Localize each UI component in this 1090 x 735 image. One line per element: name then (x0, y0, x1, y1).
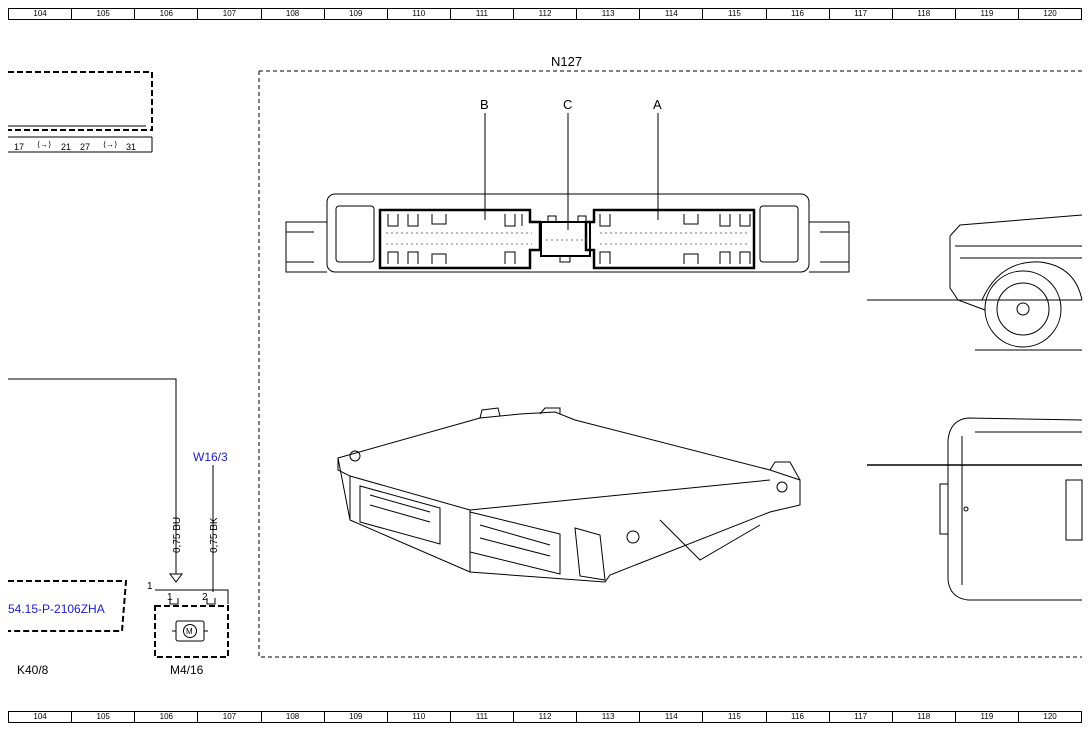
ruler-column-115: 115 (703, 712, 767, 722)
ruler-column-105: 105 (72, 712, 136, 722)
ruler-column-110: 110 (388, 712, 451, 722)
ruler-column-120: 120 (1043, 712, 1057, 721)
m4-16-box (154, 605, 229, 658)
motor-pin-1: 1 (167, 592, 173, 603)
left-box-pin-17: 17 (14, 142, 24, 152)
ruler-column-120: 120 (1043, 9, 1057, 18)
doc-ref-link[interactable]: 54.15-P-2106ZHA (8, 602, 105, 616)
ruler-column-119: 119 (956, 9, 1019, 19)
connector-label-c: C (563, 97, 572, 112)
ruler-column-107: 107 (198, 712, 262, 722)
ruler-column-109: 109 (325, 712, 388, 722)
ruler-column-117: 117 (830, 9, 893, 19)
connector-leader-lines (484, 113, 659, 230)
left-box-pin-21: 21 (61, 142, 71, 152)
ruler-column-109: 109 (325, 9, 388, 19)
left-component-box (8, 71, 153, 153)
left-box-pin-27: 27 (80, 142, 90, 152)
motor-pin-outer: 1 (147, 581, 153, 592)
left-box-plug-symbol-2: ⟨→⟩ (103, 140, 117, 149)
ruler-column-106: 106 (135, 9, 199, 19)
ruler-column-119: 119 (956, 712, 1019, 722)
ruler-column-111: 111 (451, 9, 514, 19)
ruler-column-105: 105 (72, 9, 136, 19)
ruler-column-115: 115 (703, 9, 767, 19)
n127-module-boundary (258, 70, 1082, 658)
ruler-column-108: 108 (262, 9, 325, 19)
motor-symbol-letter: M (186, 627, 193, 636)
wire-label-bk: 0,75 BK (209, 517, 220, 553)
ruler-column-114: 114 (640, 9, 704, 19)
ruler-column-112: 112 (514, 712, 578, 722)
ground-ref-w16-3[interactable]: W16/3 (193, 450, 228, 464)
ruler-column-106: 106 (135, 712, 199, 722)
connector-label-b: B (480, 97, 489, 112)
module-label-n127: N127 (551, 54, 582, 69)
ruler-column-113: 113 (577, 712, 641, 722)
ruler-column-113: 113 (577, 9, 641, 19)
ruler-column-110: 110 (388, 9, 451, 19)
ruler-column-117: 117 (830, 712, 893, 722)
left-box-plug-symbol: ⟨→⟩ (37, 140, 51, 149)
motor-pin-2: 2 (202, 592, 208, 603)
connector-label-a: A (653, 97, 662, 112)
motor-icon (172, 620, 208, 642)
ruler-column-116: 116 (767, 712, 830, 722)
k40-8-ref-box (8, 580, 128, 632)
ruler-column-116: 116 (767, 9, 830, 19)
vehicle-front-view (867, 214, 1083, 351)
ruler-column-104: 104 (9, 9, 73, 19)
left-box-pin-31: 31 (126, 142, 136, 152)
wire-label-bu: 0,75 BU (172, 517, 183, 553)
ruler-column-107: 107 (198, 9, 262, 19)
ruler-column-118: 118 (893, 9, 956, 19)
ruler-column-104: 104 (9, 712, 73, 722)
ground-arrow-icon (169, 573, 183, 583)
m4-16-connector (155, 589, 229, 605)
component-label-m4-16: M4/16 (170, 663, 204, 677)
control-unit-connector-face (285, 193, 850, 273)
ruler-column-118: 118 (893, 712, 956, 722)
control-unit-housing (337, 407, 801, 583)
component-label-k40-8: K40/8 (17, 663, 49, 677)
wire-bu (8, 378, 177, 574)
connector-pin-rows (386, 232, 750, 245)
ruler-column-111: 111 (451, 712, 514, 722)
ruler-column-114: 114 (640, 712, 704, 722)
ruler-column-108: 108 (262, 712, 325, 722)
vehicle-top-view (867, 417, 1083, 601)
ruler-column-112: 112 (514, 9, 578, 19)
